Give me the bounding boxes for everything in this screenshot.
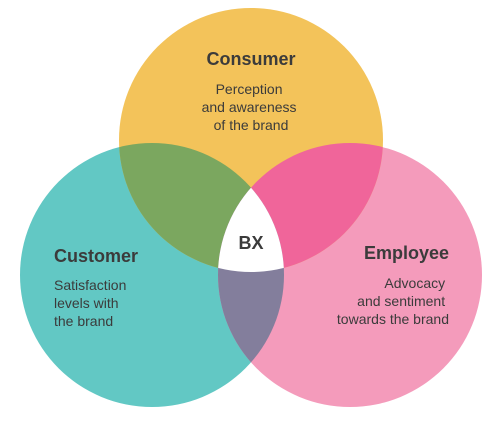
center-label: BX — [238, 233, 263, 253]
employee-title: Employee — [364, 243, 449, 263]
employee-description: Advocacy and sentiment towards the brand — [337, 275, 449, 327]
consumer-description: Perception and awareness of the brand — [202, 81, 301, 133]
consumer-customer-overlap — [119, 143, 284, 272]
consumer-title: Consumer — [206, 49, 295, 69]
customer-title: Customer — [54, 246, 138, 266]
customer-description: Satisfaction levels with the brand — [54, 277, 130, 329]
consumer-employee-overlap — [218, 143, 383, 272]
